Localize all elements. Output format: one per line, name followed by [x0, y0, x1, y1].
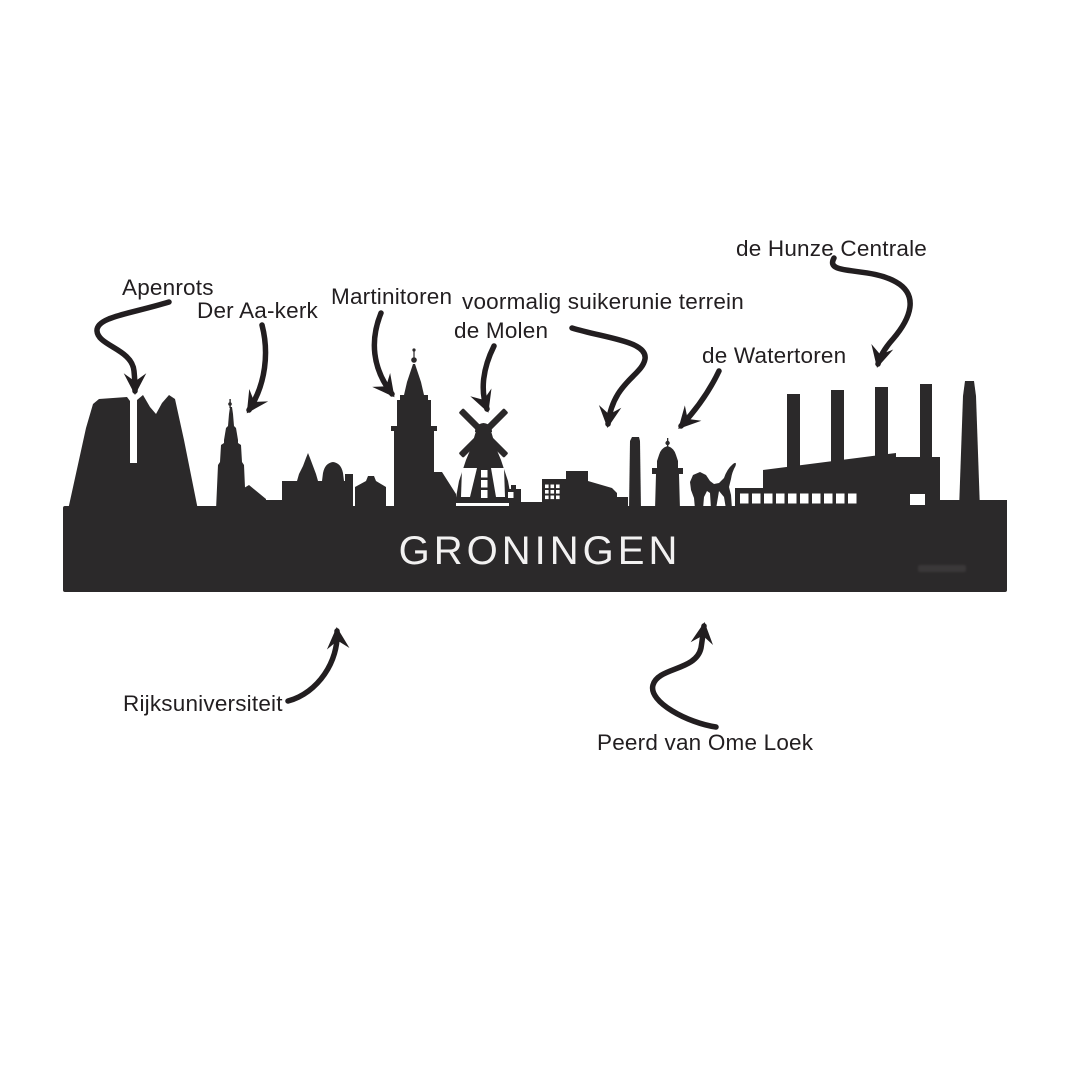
suikerunie-arrow-icon: [569, 325, 648, 429]
small-tower-silhouette: [345, 474, 353, 510]
base-bar: [63, 506, 1007, 592]
label-martinitoren: Martinitoren: [331, 284, 453, 309]
power-plant-chimney: [831, 390, 844, 466]
windmill-window: [481, 470, 488, 478]
sugar-factory-silhouette: [530, 471, 628, 510]
low-wall-silhouette: [509, 502, 545, 512]
label-de-watertoren: de Watertoren: [702, 343, 847, 368]
power-plant-notch: [910, 494, 925, 505]
power-plant-chimney: [920, 384, 932, 462]
de-molen-arrow-icon: [470, 343, 497, 413]
peerd-arrow-icon: [650, 621, 719, 730]
power-plant-chimney: [875, 387, 888, 461]
hunze-centrale-arrow-icon: [829, 255, 913, 368]
city-name-text: GRONINGEN: [398, 529, 682, 573]
watermark: [918, 565, 966, 572]
power-plant-window-row: [740, 493, 857, 504]
power-plant-chimney: [787, 394, 800, 470]
label-apenrots: Apenrots: [122, 275, 214, 300]
martinitoren-silhouette: [391, 364, 437, 510]
windmill-cap: [475, 423, 492, 432]
tapering-chimney-silhouette: [959, 381, 980, 510]
martinitoren-ball: [411, 357, 417, 363]
sugar-factory-windows: [545, 484, 560, 500]
label-de-hunze-centrale: de Hunze Centrale: [736, 236, 928, 261]
martinitoren-top-ball: [412, 348, 416, 352]
windmill-leg-gap: [491, 468, 505, 497]
label-de-molen: de Molen: [454, 318, 549, 343]
windmill-window: [481, 480, 488, 488]
sloping-roof-silhouette: [434, 472, 456, 510]
mill-house-window: [508, 492, 514, 498]
rijksuniversiteit-arrow-icon: [285, 626, 350, 704]
apenrots-silhouette: [68, 395, 198, 510]
old-town-buildings-silhouette: [266, 453, 352, 510]
label-peerd-van-ome-loek: Peerd van Ome Loek: [597, 730, 814, 755]
der-aa-kerk-silhouette: [216, 407, 246, 510]
apenrots-arrow-icon: [94, 299, 172, 396]
martinitoren-arrow-icon: [371, 310, 395, 398]
church-nave-silhouette: [244, 485, 266, 510]
label-rijksuniversiteit: Rijksuniversiteit: [123, 691, 283, 716]
watertoren-silhouette: [652, 446, 683, 510]
factory-chimney-silhouette: [629, 437, 641, 510]
label-suikerunie-terrein: voormalig suikerunie terrein: [462, 289, 744, 314]
windmill-leg-gap: [461, 468, 477, 497]
gabled-house-silhouette: [355, 476, 386, 510]
watertoren-ball: [665, 440, 670, 446]
watertoren-arrow-icon: [678, 368, 722, 429]
windmill-window: [481, 490, 488, 498]
martinitoren-mast: [413, 350, 415, 360]
der-aa-kerk-finial-ball: [228, 402, 232, 406]
windmill-silhouette: [455, 408, 512, 503]
label-der-aa-kerk: Der Aa-kerk: [197, 298, 318, 323]
horse-statue-silhouette: [690, 462, 736, 509]
right-low-building: [940, 500, 1007, 512]
der-aa-kerk-arrow-icon: [246, 322, 269, 414]
